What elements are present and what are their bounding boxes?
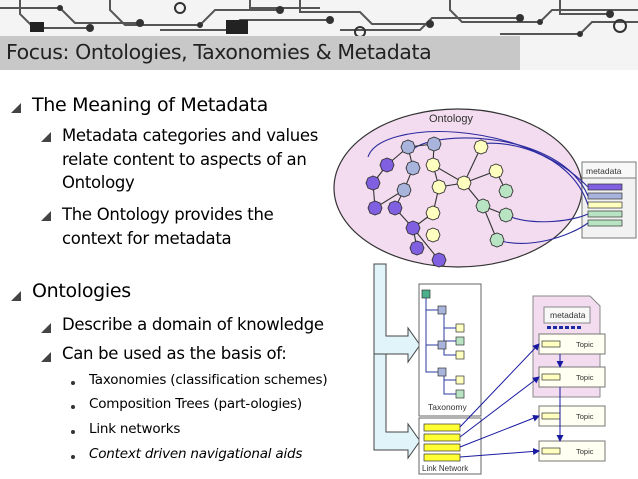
topic-label: Topic	[576, 447, 594, 456]
topic-label: Topic	[576, 412, 594, 421]
ontology-node	[488, 163, 504, 179]
flow-arrow	[373, 263, 421, 364]
ontology-label: Ontology	[429, 113, 474, 125]
sub-bullet-link-networks: Link networks	[89, 421, 181, 437]
ontology-node	[426, 136, 442, 152]
bullet-arrow-icon	[41, 323, 51, 333]
sub-bullet-context-driven: Context driven navigational aids	[89, 446, 303, 462]
sub-bullet-composition-trees: Composition Trees (part-ologies)	[89, 396, 302, 412]
ontology-node	[475, 198, 491, 214]
sub-bullet-taxonomies: Taxonomies (classification schemes)	[89, 372, 328, 388]
ontology-node	[498, 207, 514, 223]
metadata-label-top: metadata	[586, 166, 622, 176]
ontology-node	[379, 157, 395, 173]
ontology-node	[498, 183, 514, 199]
ontology-node	[387, 200, 403, 216]
bullet-dot	[71, 381, 75, 385]
bullet-arrow-icon	[41, 211, 51, 221]
bullet-ontologies: Ontologies	[32, 280, 131, 302]
bullet-meaning-of-metadata: The Meaning of Metadata	[32, 94, 268, 116]
topic-label: Topic	[576, 373, 594, 382]
bullet-describe-domain: Describe a domain of knowledge	[62, 315, 324, 334]
topic-label: Topic	[576, 340, 594, 349]
taxonomy-label: Taxonomy	[428, 402, 467, 412]
link-network-box: Link Network	[418, 417, 482, 475]
ontology-node	[405, 220, 421, 236]
bullet-arrow-icon	[11, 103, 21, 113]
ontology-node	[365, 175, 381, 191]
bullet-metadata-categories: Metadata categories and values relate co…	[62, 126, 319, 192]
ontology-node	[425, 205, 441, 221]
metadata-label-doc: metadata	[550, 310, 586, 320]
topic-card: Topic	[538, 366, 606, 388]
ontology-node	[409, 240, 425, 256]
ontology-node	[473, 139, 489, 155]
topic-card: Topic	[538, 405, 606, 427]
bullet-dot	[71, 455, 75, 459]
ontology-node	[425, 227, 441, 243]
circuit-pattern-icon	[0, 0, 638, 38]
topic-card: Topic	[538, 440, 606, 462]
ontology-node	[405, 160, 421, 176]
bullet-arrow-icon	[41, 132, 51, 142]
bullet-arrow-icon	[11, 291, 21, 301]
bullet-dot	[71, 430, 75, 434]
topic-card: Topic	[538, 333, 606, 355]
bullet-arrow-icon	[41, 352, 51, 362]
slide-title: Focus: Ontologies, Taxonomies & Metadata	[6, 40, 432, 64]
title-bar	[0, 36, 520, 70]
link-network-label: Link Network	[422, 464, 469, 473]
ontology-node	[489, 232, 505, 248]
ontology-node	[456, 175, 472, 191]
flow-arrow	[373, 353, 421, 460]
ontology-node	[367, 200, 383, 216]
ontology-node	[400, 139, 416, 155]
taxonomy-box: Taxonomy	[418, 283, 482, 417]
ontology-node	[431, 252, 447, 268]
ontology-node	[396, 182, 412, 198]
ontology-node	[425, 157, 441, 173]
bullet-basis-of: Can be used as the basis of:	[62, 344, 287, 363]
bullet-dot	[71, 405, 75, 409]
bullet-ontology-context: The Ontology provides the context for me…	[62, 205, 274, 248]
metadata-panel-top: metadata	[581, 161, 637, 239]
ontology-node	[431, 179, 447, 195]
